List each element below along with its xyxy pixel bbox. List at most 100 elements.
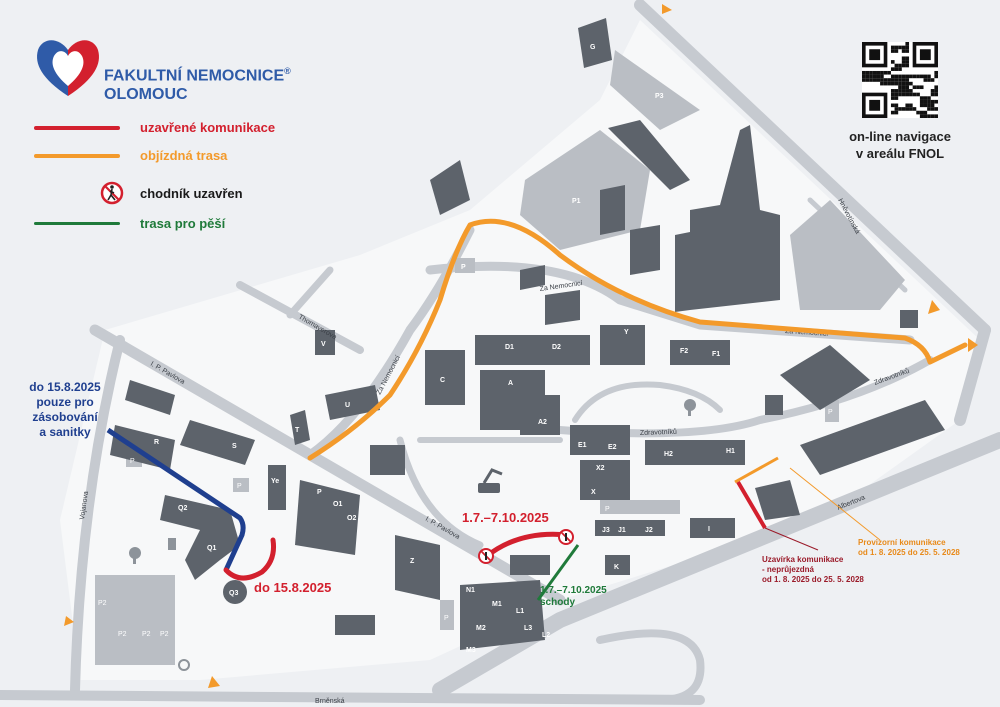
building-main-tower bbox=[690, 125, 780, 310]
building-east-small bbox=[900, 310, 918, 328]
label-p1: P1 bbox=[572, 198, 581, 205]
parking-p-strip bbox=[600, 500, 680, 514]
building-east-1 bbox=[780, 345, 870, 410]
building-x bbox=[580, 460, 630, 500]
heart-logo-icon bbox=[37, 40, 99, 96]
note-blue-line: a sanitky bbox=[39, 425, 91, 439]
note-provisional-road: Provizorní komunikace od 1. 8. 2025 do 2… bbox=[858, 538, 960, 558]
label-x2: X2 bbox=[596, 465, 605, 472]
label-z: Z bbox=[410, 558, 415, 565]
no-walking-icon bbox=[558, 529, 574, 545]
road-brnenska bbox=[0, 690, 705, 705]
label-e1: E1 bbox=[578, 442, 587, 449]
label-k: K bbox=[614, 564, 619, 571]
statue-icon bbox=[168, 538, 176, 550]
orange-detour-line bbox=[307, 218, 968, 461]
note-closure-line: Uzavírka komunikace bbox=[762, 555, 844, 564]
label-y: Y bbox=[624, 329, 629, 336]
fountain-icon bbox=[178, 659, 190, 671]
building-y bbox=[600, 325, 645, 365]
legend-label-pedestrian: trasa pro pěší bbox=[140, 216, 226, 231]
building-d bbox=[475, 335, 590, 365]
building-r-north bbox=[125, 380, 175, 415]
parking-p-south bbox=[440, 600, 454, 630]
brand-line-2: OLOMOUC bbox=[104, 86, 188, 104]
label-o1: O1 bbox=[333, 501, 342, 508]
label-parking-west2: P bbox=[237, 483, 242, 490]
legend-line-orange bbox=[34, 153, 120, 158]
legend-line-green bbox=[34, 222, 120, 225]
label-l3: L3 bbox=[524, 625, 532, 632]
arrow-icon bbox=[208, 676, 220, 688]
no-walking-icon bbox=[100, 181, 124, 205]
label-parking-east: P bbox=[828, 409, 833, 416]
note-red-date-1: do 15.8.2025 bbox=[254, 580, 332, 595]
building-east-3 bbox=[755, 480, 800, 520]
landmark-icons bbox=[129, 399, 696, 671]
building-w bbox=[268, 465, 286, 510]
legend-line-red bbox=[34, 125, 120, 130]
detour-route bbox=[64, 4, 978, 688]
label-j2: J2 bbox=[645, 527, 653, 534]
label-m2: M2 bbox=[476, 625, 486, 632]
label-q2: Q2 bbox=[178, 505, 187, 512]
label-j3: J3 bbox=[602, 527, 610, 534]
note-green: 1.7.–7.10.2025 schody bbox=[540, 585, 607, 609]
building-north-3 bbox=[600, 185, 625, 235]
label-j1: J1 bbox=[618, 527, 626, 534]
blue-supply-route bbox=[106, 427, 246, 572]
note-closure-line: - neprůjezdná bbox=[762, 565, 815, 574]
qr-code-icon[interactable] bbox=[862, 42, 938, 118]
label-m1: M1 bbox=[492, 601, 502, 608]
building-z bbox=[395, 535, 440, 600]
label-e2: E2 bbox=[608, 444, 617, 451]
street-zdravotniku-1: Zdravotníků bbox=[640, 428, 677, 437]
tree-icon bbox=[129, 547, 141, 564]
arrow-icon bbox=[928, 300, 940, 314]
building-north-2 bbox=[430, 160, 470, 215]
orange-callout-leader bbox=[789, 467, 881, 541]
label-p3: P3 bbox=[655, 93, 664, 100]
no-walking-icon bbox=[478, 548, 494, 564]
label-l2: L2 bbox=[542, 632, 550, 639]
building-f bbox=[670, 340, 730, 365]
building-e bbox=[570, 425, 630, 455]
arrow-icon bbox=[968, 338, 978, 352]
green-pedestrian-route bbox=[536, 544, 580, 601]
note-provisional-line: Provizorní komunikace bbox=[858, 538, 946, 547]
note-red-date-2: 1.7.–7.10.2025 bbox=[462, 510, 549, 525]
label-q1: Q1 bbox=[207, 545, 216, 552]
label-h1: H1 bbox=[726, 448, 735, 455]
label-u: U bbox=[345, 402, 350, 409]
brand-mark: ® bbox=[284, 66, 291, 76]
label-parking-p2-d: P2 bbox=[160, 631, 169, 638]
label-f1: F1 bbox=[712, 351, 720, 358]
note-blue-line: pouze pro bbox=[36, 395, 94, 409]
building-west-wing bbox=[675, 232, 690, 312]
note-closure-line: od 1. 8. 2025 do 25. 5. 2028 bbox=[762, 575, 864, 584]
building-m-n-l bbox=[460, 580, 545, 650]
label-parking-strip: P bbox=[605, 506, 610, 513]
legend-label-closed: uzavřené komunikace bbox=[140, 120, 276, 135]
brand-line-1: FAKULTNÍ NEMOCNICE bbox=[104, 67, 285, 85]
building-north-6 bbox=[545, 290, 580, 325]
legend-sidewalk-closed: chodník uzavřen bbox=[34, 180, 243, 206]
label-c: C bbox=[440, 377, 445, 384]
parking-p3 bbox=[610, 50, 700, 130]
parking-p-west2 bbox=[233, 478, 249, 492]
street-brnenska: Brněnská bbox=[315, 698, 345, 705]
building-mid bbox=[370, 445, 405, 475]
building-east-wing bbox=[762, 235, 778, 300]
road-east-edge bbox=[954, 324, 991, 426]
building-east-small2 bbox=[765, 395, 783, 415]
note-green-sub: schody bbox=[540, 597, 576, 608]
legend-label-sidewalk: chodník uzavřen bbox=[140, 185, 243, 201]
label-parking-p2-a: P2 bbox=[98, 600, 107, 607]
label-n1: N1 bbox=[466, 587, 475, 594]
road-hnevotinska bbox=[634, 0, 991, 336]
label-a2: A2 bbox=[538, 419, 547, 426]
legend-pedestrian: trasa pro pěší bbox=[34, 216, 225, 231]
light-block-east bbox=[790, 200, 905, 310]
